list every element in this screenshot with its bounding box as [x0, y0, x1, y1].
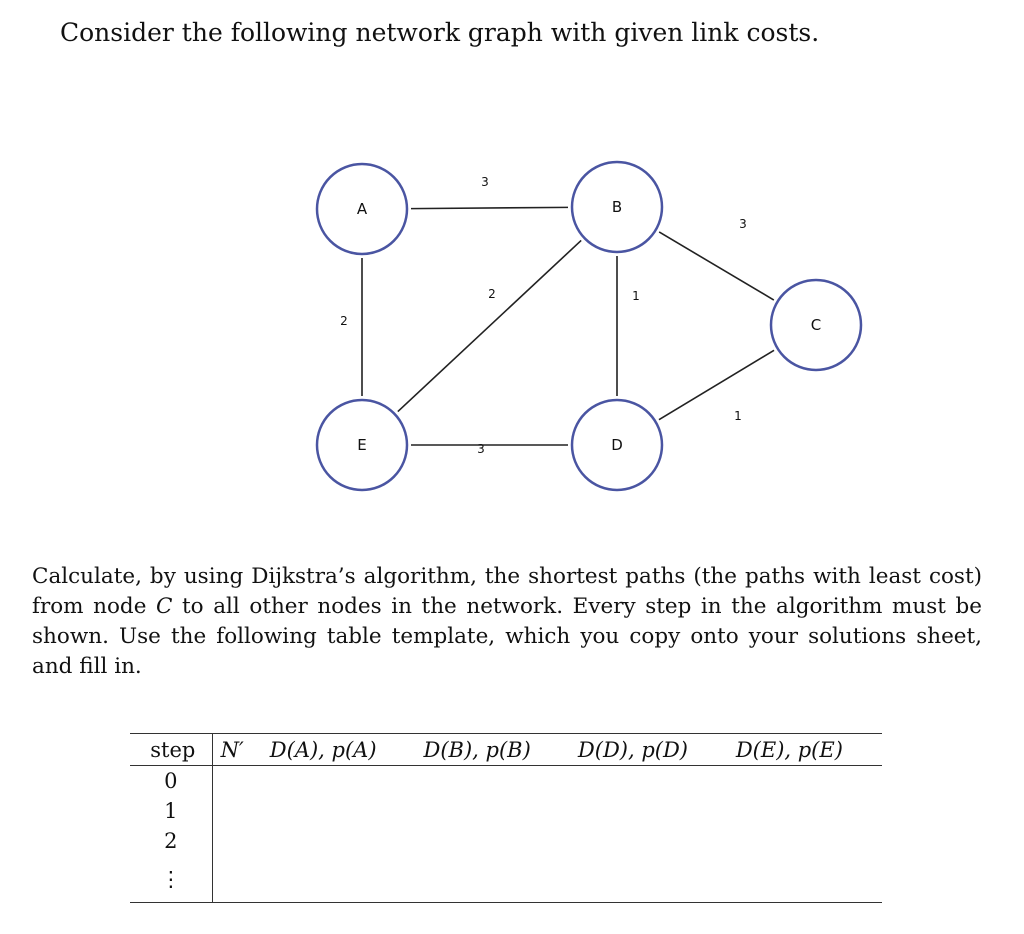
table-row: 2 — [130, 826, 882, 856]
source-node: C — [156, 594, 173, 619]
problem-paragraph: Calculate, by using Dijkstra’s algorithm… — [32, 562, 982, 682]
edge-cost-e-d: 3 — [477, 442, 485, 456]
edge-a-b — [410, 206, 569, 210]
header-db: D(B), p(B) — [423, 738, 531, 762]
table-header-row: step N′ D(A), p(A) D(B), p(B) D(D), p(D)… — [130, 733, 882, 766]
header-nprime: N′ — [220, 738, 244, 762]
header-step: step — [130, 733, 213, 766]
edge-cost-b-d: 1 — [632, 289, 640, 303]
node-a-circle — [315, 162, 409, 256]
dijkstra-table: step N′ D(A), p(A) D(B), p(B) D(D), p(D)… — [130, 733, 882, 903]
node-a-label: A — [357, 200, 368, 218]
network-graph: 3 2 2 1 3 3 1 A B C D E — [315, 160, 863, 492]
edge-cost-d-c: 1 — [734, 409, 742, 423]
edge-cost-a-e: 2 — [340, 314, 348, 328]
header-da: D(A), p(A) — [269, 738, 377, 762]
edge-cost-a-b: 3 — [481, 175, 489, 189]
edge-b-c — [658, 231, 775, 301]
header-de: D(E), p(E) — [735, 738, 843, 762]
node-e-circle — [315, 398, 409, 492]
table-row: 1 — [130, 796, 882, 826]
node-d-label: D — [611, 436, 623, 454]
problem-intro: Consider the following network graph wit… — [60, 18, 820, 47]
step-cell: 2 — [130, 826, 213, 856]
paragraph-part1: Calculate, by using Dijkstra’s algorithm… — [32, 564, 982, 619]
table-row: 0 — [130, 765, 882, 796]
node-e-label: E — [357, 436, 366, 454]
node-c-circle — [769, 278, 863, 372]
paragraph-part2: to all other nodes in the network. Every… — [32, 594, 982, 679]
ellipsis-cell: ⋮ — [130, 856, 213, 903]
header-dd: D(D), p(D) — [577, 738, 688, 762]
edge-cost-e-b: 2 — [488, 287, 496, 301]
step-cell: 0 — [130, 765, 213, 796]
node-d-circle — [570, 398, 664, 492]
edge-e-b — [397, 239, 582, 413]
node-b-circle — [570, 160, 664, 254]
edge-d-c — [658, 349, 775, 421]
step-cell: 1 — [130, 796, 213, 826]
node-c-label: C — [811, 316, 821, 334]
table-row: ⋮ — [130, 856, 882, 903]
edge-cost-b-c: 3 — [739, 217, 747, 231]
node-b-label: B — [612, 198, 622, 216]
